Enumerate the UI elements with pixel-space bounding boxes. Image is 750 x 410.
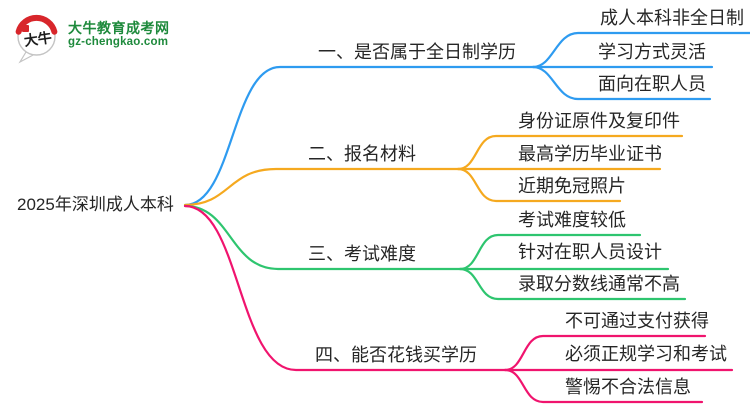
edge-branch-4 (183, 204, 507, 372)
leaf-node-3-2: 针对在职人员设计 (518, 242, 662, 262)
edge-branch-2 (183, 167, 460, 207)
edge-branch-4-leaf-3 (503, 368, 704, 404)
edge-branch-2-leaf-1 (456, 134, 684, 171)
leaf-node-3-3: 录取分数线通常不高 (518, 274, 680, 294)
leaf-node-1-1: 成人本科非全日制 (600, 8, 744, 28)
leaf-node-2-3: 近期免冠照片 (518, 176, 626, 196)
edge-branch-4-leaf-1 (503, 334, 707, 372)
root-node: 2025年深圳成人本科 (17, 195, 174, 214)
bubble-seal-icon (22, 25, 29, 32)
edge-branch-1-leaf-3 (531, 65, 712, 101)
site-logo: 大牛 大牛教育成考网 gz-chengkao.com (14, 14, 264, 74)
branch-node-4: 四、能否花钱买学历 (315, 345, 477, 365)
bubble-text: 大牛 (23, 29, 53, 49)
leaf-node-2-1: 身份证原件及复印件 (518, 111, 680, 131)
branch-node-1: 一、是否属于全日制学历 (318, 42, 516, 62)
branch-node-3: 三、考试难度 (308, 244, 416, 264)
leaf-node-2-2: 最高学历毕业证书 (518, 144, 662, 164)
brand-bubble-icon: 大牛 (15, 14, 58, 64)
brand-name: 大牛教育成考网 (68, 20, 170, 36)
edge-branch-1 (183, 65, 535, 207)
bubble-red-arc (15, 14, 58, 35)
leaf-node-1-2: 学习方式灵活 (598, 42, 706, 62)
leaf-node-3-1: 考试难度较低 (518, 210, 626, 230)
leaf-node-4-2: 必须正规学习和考试 (565, 344, 727, 364)
edge-branch-3-leaf-3 (458, 267, 687, 301)
leaf-node-4-1: 不可通过支付获得 (565, 311, 709, 331)
edge-branch-3-leaf-1 (458, 233, 642, 271)
edge-branch-2-leaf-3 (456, 167, 622, 203)
leaf-node-1-3: 面向在职人员 (598, 74, 706, 94)
branch-node-2: 二、报名材料 (308, 144, 416, 164)
edge-branch-3 (183, 204, 462, 271)
brand-domain: gz-chengkao.com (68, 36, 169, 48)
leaf-node-4-3: 警惕不合法信息 (565, 377, 691, 397)
edge-branch-1-leaf-1 (531, 31, 750, 69)
